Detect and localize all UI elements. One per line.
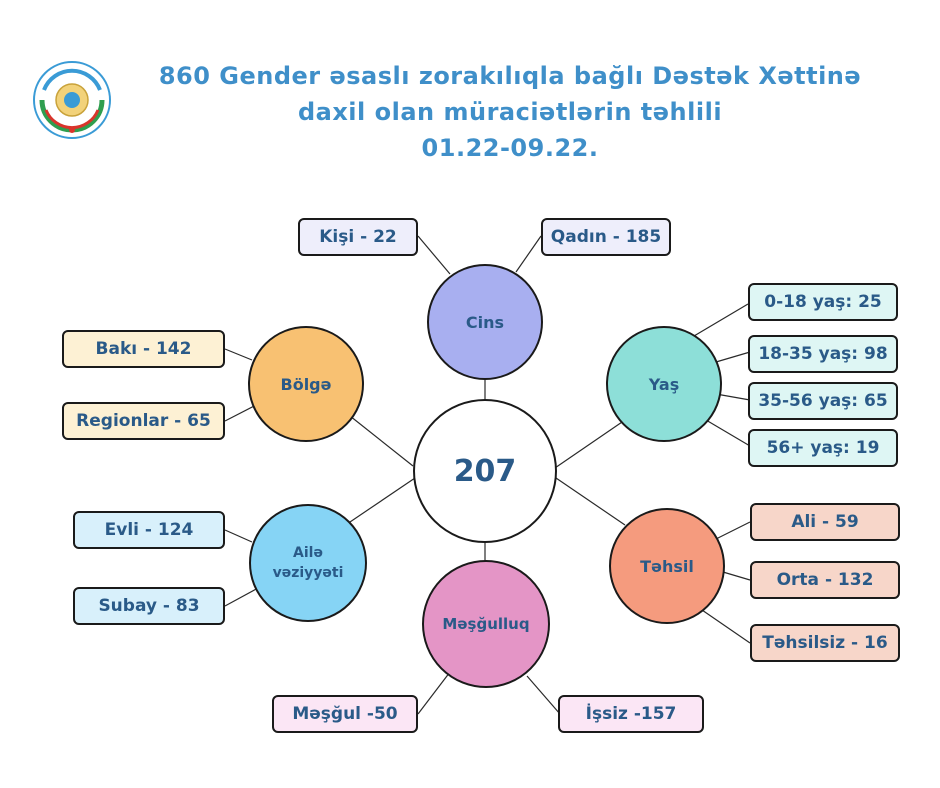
category-cins-label: Cins — [465, 312, 505, 332]
yas-item-0-18-label: 0-18 yaş: 25 — [764, 292, 882, 312]
category-yas: Yaş — [606, 326, 722, 442]
center-total-value: 207 — [453, 453, 517, 489]
category-bolge-label: Bölgə — [280, 374, 332, 394]
cins-item-qadin: Qadın - 185 — [541, 218, 671, 256]
mesgulluq-item-issiz-label: İşsiz -157 — [585, 704, 677, 724]
category-tehsil-label: Təhsil — [640, 556, 694, 576]
yas-item-56-plus-label: 56+ yaş: 19 — [766, 438, 880, 458]
category-aile-label-2: vəziyyəti — [272, 565, 344, 581]
tehsil-item-orta-label: Orta - 132 — [776, 570, 874, 590]
tehsil-item-ali: Ali - 59 — [750, 503, 900, 541]
tehsil-item-tehsilsiz-label: Təhsilsiz - 16 — [762, 633, 888, 653]
yas-item-18-35-label: 18-35 yaş: 98 — [758, 344, 888, 364]
category-cins: Cins — [427, 264, 543, 380]
aile-item-evli-label: Evli - 124 — [104, 520, 194, 540]
cins-item-kisi-label: Kişi - 22 — [319, 227, 397, 247]
yas-item-18-35: 18-35 yaş: 98 — [748, 335, 898, 373]
category-aile-label-1: Ailə — [293, 545, 323, 561]
category-aile-veziyyeti: Ailə vəziyyəti — [249, 504, 367, 622]
bolge-item-regionlar-label: Regionlar - 65 — [76, 411, 211, 431]
tehsil-item-tehsilsiz: Təhsilsiz - 16 — [750, 624, 900, 662]
bolge-item-regionlar: Regionlar - 65 — [62, 402, 225, 440]
yas-item-35-56-label: 35-56 yaş: 65 — [758, 391, 888, 411]
yas-item-0-18: 0-18 yaş: 25 — [748, 283, 898, 321]
category-mesgulluq: Məşğulluq — [422, 560, 550, 688]
mesgulluq-item-issiz: İşsiz -157 — [558, 695, 704, 733]
bolge-item-baki: Bakı - 142 — [62, 330, 225, 368]
title-line-1: 860 Gender əsaslı zorakılıqla bağlı Dəst… — [158, 62, 862, 90]
mesgulluq-item-mesgul-label: Məşğul -50 — [292, 704, 398, 724]
category-mesgulluq-label: Məşğulluq — [442, 615, 530, 633]
yas-item-35-56: 35-56 yaş: 65 — [748, 382, 898, 420]
cins-item-kisi: Kişi - 22 — [298, 218, 418, 256]
category-yas-label: Yaş — [648, 374, 680, 394]
category-tehsil: Təhsil — [609, 508, 725, 624]
aile-item-evli: Evli - 124 — [73, 511, 225, 549]
title-line-3: 01.22-09.22. — [421, 134, 599, 162]
aile-item-subay: Subay - 83 — [73, 587, 225, 625]
mesgulluq-item-mesgul: Məşğul -50 — [272, 695, 418, 733]
title-line-2: daxil olan müraciətlərin təhlili — [297, 98, 723, 126]
logo-emblem — [32, 60, 112, 140]
tehsil-item-orta: Orta - 132 — [750, 561, 900, 599]
aile-item-subay-label: Subay - 83 — [98, 596, 200, 616]
tehsil-item-ali-label: Ali - 59 — [791, 512, 859, 532]
cins-item-qadin-label: Qadın - 185 — [550, 227, 662, 247]
category-bolge: Bölgə — [248, 326, 364, 442]
yas-item-56-plus: 56+ yaş: 19 — [748, 429, 898, 467]
center-total: 207 — [413, 399, 557, 543]
page-title: 860 Gender əsaslı zorakılıqla bağlı Dəst… — [100, 58, 920, 166]
bolge-item-baki-label: Bakı - 142 — [95, 339, 192, 359]
